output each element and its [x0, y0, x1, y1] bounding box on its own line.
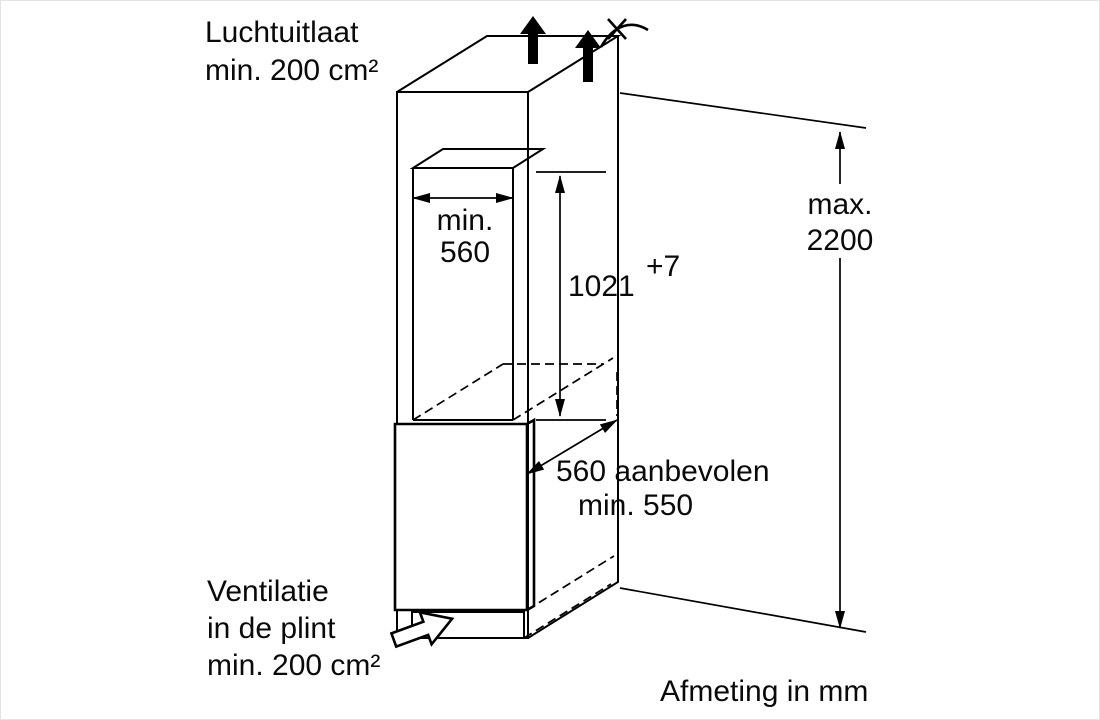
plinth-vent-label-line1: Ventilatie — [207, 575, 329, 608]
niche-width-label-line2: 560 — [440, 236, 490, 269]
airflow-up-arrow-right — [575, 30, 601, 82]
niche-height-tolerance: +7 — [646, 250, 680, 283]
dim-depth — [526, 419, 618, 475]
total-height-label-line2: 2200 — [807, 224, 874, 257]
hidden-edges — [412, 357, 618, 639]
airflow-up-arrows — [520, 16, 601, 82]
plinth-vent-label-line2: in de plint — [207, 612, 336, 645]
units-note: Afmeting in mm — [660, 675, 868, 708]
door-front — [393, 422, 529, 612]
dim-total-height-ext-bottom — [619, 587, 867, 633]
cabinet-top-face — [396, 35, 622, 93]
depth-label-line2: min. 550 — [578, 489, 693, 522]
niche-height-value: 1021 — [568, 270, 635, 303]
depth-label-line1: 560 aanbevolen — [556, 455, 770, 488]
plinth-vent-label-line3: min. 200 cm² — [207, 649, 380, 682]
air-outlet-label-line2: min. 200 cm² — [205, 54, 378, 87]
blocked-exhaust-icon — [599, 18, 649, 48]
dim-total-height-ext-top — [619, 92, 867, 129]
airflow-up-arrow-left — [520, 16, 546, 64]
total-height-label-line1: max. — [807, 188, 872, 221]
top-vent-slot — [409, 148, 547, 169]
appliance-door — [393, 417, 536, 612]
plinth-airflow-arrow — [389, 610, 455, 649]
label-backing — [791, 184, 889, 258]
niche-width-label-line1: min. — [437, 204, 494, 237]
cabinet-right-face — [527, 36, 619, 639]
air-outlet-label-line1: Luchtuitlaat — [205, 16, 359, 49]
